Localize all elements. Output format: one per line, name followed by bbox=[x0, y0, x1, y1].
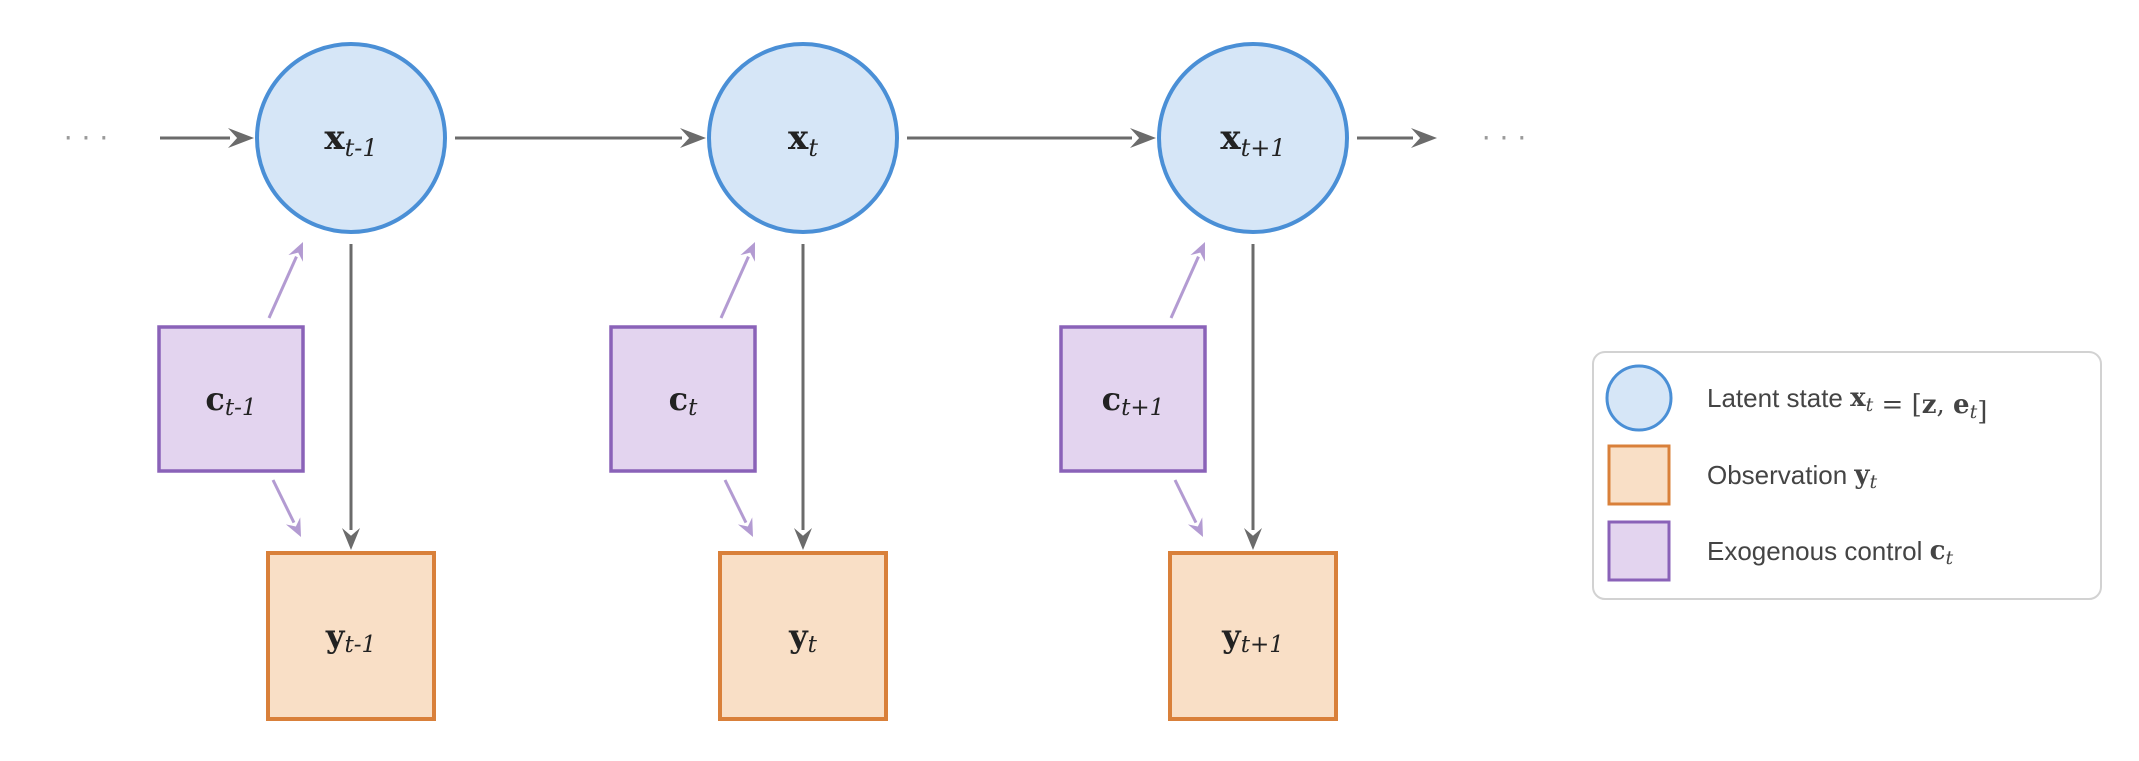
legend-item-observation: Observation yt bbox=[1607, 444, 1878, 506]
control-to-observation-arrow-2 bbox=[723, 479, 753, 537]
emission-arrow-1 bbox=[342, 244, 360, 550]
legend-swatch-latent bbox=[1605, 364, 1673, 432]
latent-node-3: xt+1 bbox=[1157, 42, 1349, 234]
latent-node-1: xt-1 bbox=[255, 42, 447, 234]
observation-label-2: yt bbox=[788, 617, 818, 658]
observation-label-1: yt-1 bbox=[325, 617, 376, 658]
control-to-latent-arrow-3 bbox=[1169, 242, 1205, 319]
continuation-dots-left: · · · bbox=[64, 122, 109, 155]
observation-node-3: yt+1 bbox=[1168, 551, 1338, 721]
control-to-observation-arrow-3 bbox=[1173, 479, 1203, 537]
continuation-dots-right: · · · bbox=[1482, 122, 1527, 155]
legend-label-control: Exogenous control ct bbox=[1707, 536, 1953, 569]
control-node-2: ct bbox=[609, 325, 757, 473]
control-label-3: ct+1 bbox=[1102, 380, 1165, 421]
transition-arrow-in bbox=[160, 128, 254, 148]
legend: Latent state xt = [z, et] Observation yt E… bbox=[1592, 351, 2102, 600]
latent-label-2: xt bbox=[788, 118, 818, 162]
latent-label-3: xt+1 bbox=[1220, 118, 1285, 162]
legend-swatch-control bbox=[1607, 520, 1671, 582]
legend-label-observation: Observation yt bbox=[1707, 460, 1878, 493]
transition-arrow-2 bbox=[907, 128, 1156, 148]
control-node-3: ct+1 bbox=[1059, 325, 1207, 473]
control-to-latent-arrow-2 bbox=[719, 242, 755, 319]
edges-layer bbox=[160, 128, 1437, 550]
transition-arrow-out bbox=[1357, 128, 1437, 148]
control-to-observation-arrow-1 bbox=[271, 479, 301, 537]
control-label-2: ct bbox=[669, 380, 698, 421]
control-label-1: ct-1 bbox=[205, 380, 256, 421]
legend-item-control: Exogenous control ct bbox=[1607, 520, 1953, 582]
emission-arrow-3 bbox=[1244, 244, 1262, 550]
latent-node-2: xt bbox=[707, 42, 899, 234]
legend-label-latent: Latent state xt = [z, et] bbox=[1707, 383, 1987, 427]
control-node-1: ct-1 bbox=[157, 325, 305, 473]
observation-node-1: yt-1 bbox=[266, 551, 436, 721]
emission-arrow-2 bbox=[794, 244, 812, 550]
legend-frame bbox=[1592, 351, 2102, 600]
legend-swatch-observation bbox=[1607, 444, 1671, 506]
nodes-layer: · · · · · · xt-1 ct-1 yt-1 xt ct yt xt+1 ct+1 yt+1 bbox=[64, 42, 1527, 721]
legend-item-latent: Latent state xt = [z, et] bbox=[1605, 364, 1987, 432]
transition-arrow-1 bbox=[455, 128, 706, 148]
latent-label-1: xt-1 bbox=[324, 118, 377, 162]
control-to-latent-arrow-1 bbox=[267, 242, 303, 319]
observation-node-2: yt bbox=[718, 551, 888, 721]
observation-label-3: yt+1 bbox=[1221, 617, 1284, 658]
